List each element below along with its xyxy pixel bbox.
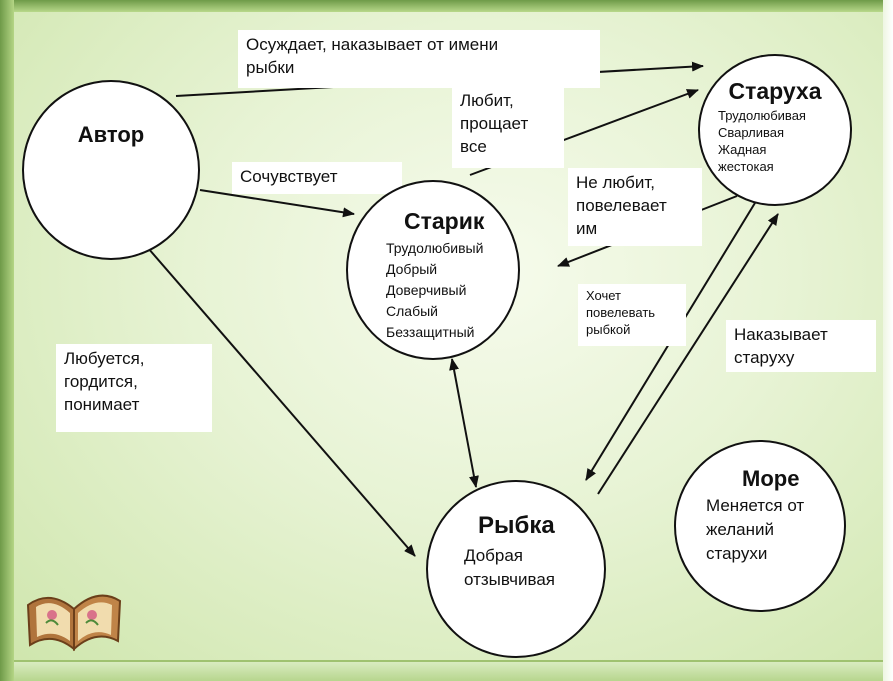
node-fish: Рыбка Добрая отзывчивая: [426, 480, 606, 658]
frame-top-border: [0, 0, 893, 12]
node-old-woman-traits: Трудолюбивая Сварливая Жадная жестокая: [718, 108, 806, 174]
node-author-name: Автор: [77, 122, 145, 147]
frame-right-border: [883, 0, 893, 681]
label-author-to-fish: Любуется, гордится, понимает: [56, 344, 212, 432]
node-author: Автор: [22, 80, 200, 260]
bottom-bar: [14, 660, 883, 681]
node-old-man-traits: Трудолюбивый Добрый Доверчивый Слабый Бе…: [386, 240, 484, 340]
label-fish-to-old-woman: Наказывает старуху: [726, 320, 876, 372]
node-sea-name: Море: [742, 466, 800, 491]
node-fish-traits: Добрая отзывчивая: [464, 546, 556, 589]
node-sea: Море Меняется от желаний старухи: [674, 440, 846, 612]
label-author-to-old-woman: Осуждает, наказывает от имени рыбки: [238, 30, 600, 88]
arrow-author-to-old-man: [199, 189, 355, 218]
node-sea-traits: Меняется от желаний старухи: [706, 496, 805, 563]
open-book-icon: [26, 594, 122, 652]
label-old-woman-to-fish: Хочет повелевать рыбкой: [578, 284, 686, 346]
label-author-to-old-man: Сочувствует: [232, 162, 402, 194]
label-old-woman-to-old-man: Не любит, повелевает им: [568, 168, 702, 246]
frame-left-border: [0, 0, 14, 681]
arrow-old-man-fish-both: [449, 358, 479, 488]
node-old-woman-name: Старуха: [728, 78, 822, 104]
label-old-man-to-old-woman: Любит, прощает все: [452, 86, 564, 168]
arrow-fish-to-old-woman: [597, 213, 779, 495]
node-old-man-name: Старик: [404, 208, 485, 234]
node-fish-name: Рыбка: [478, 512, 555, 539]
arrow-author-to-fish: [147, 247, 416, 557]
node-old-man: Старик Трудолюбивый Добрый Доверчивый Сл…: [346, 180, 520, 360]
node-old-woman: Старуха Трудолюбивая Сварливая Жадная же…: [698, 54, 852, 206]
